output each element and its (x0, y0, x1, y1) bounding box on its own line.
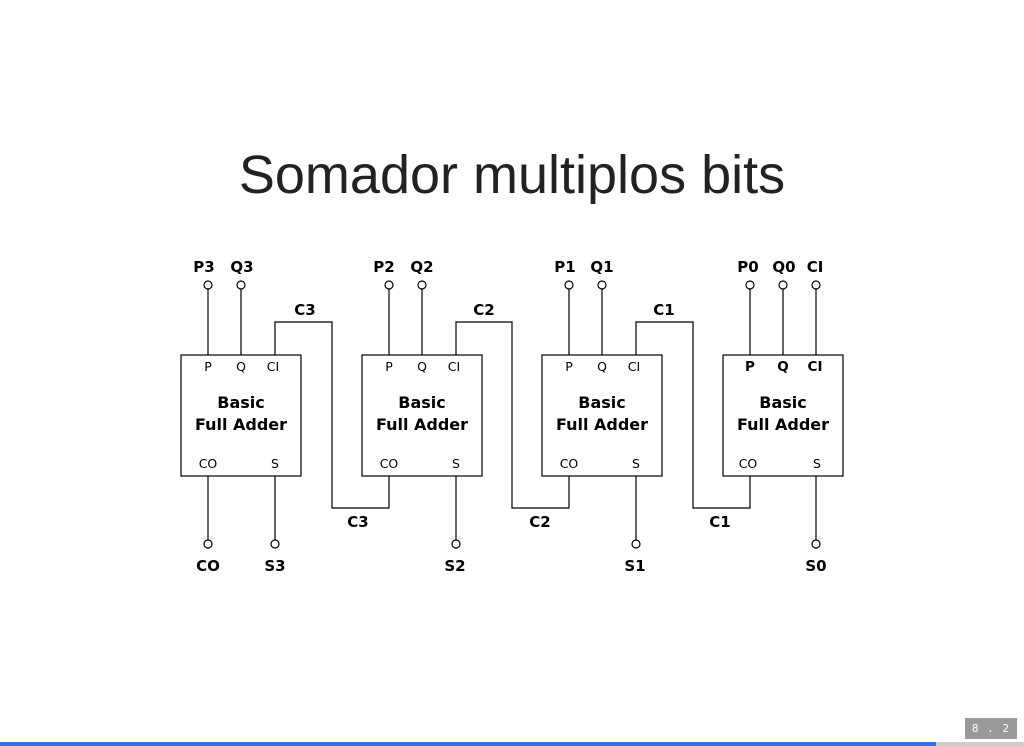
pin-label-p2: P2 (373, 258, 394, 276)
slide-number: 8 . 2 (964, 718, 1017, 739)
adder-box (180, 354, 302, 477)
port-ci-label: CI (808, 359, 823, 375)
pin-q1 (597, 280, 607, 290)
adder-title-line1: Basic (217, 393, 264, 412)
pin-s0 (811, 539, 821, 549)
pin-label-p1: P1 (554, 258, 575, 276)
port-p-label: P (385, 359, 393, 374)
port-p-label: P (565, 359, 573, 374)
full-adder-block-3: P Q CI Basic Full Adder CO S (180, 354, 302, 477)
port-s-label: S (452, 456, 460, 471)
pin-label-s3: S3 (264, 557, 285, 575)
carry-label-c3-bottom: C3 (347, 513, 368, 531)
progress-bar (0, 742, 1024, 746)
adder-title-line2: Full Adder (195, 415, 287, 434)
pin-q0 (778, 280, 788, 290)
pin-q2 (417, 280, 427, 290)
port-q-label: Q (417, 359, 427, 374)
carry-label-c2-bottom: C2 (529, 513, 550, 531)
pin-label-q2: Q2 (410, 258, 433, 276)
adder-title-line2: Full Adder (737, 415, 829, 434)
pin-label-q0: Q0 (772, 258, 795, 276)
pin-ci0 (811, 280, 821, 290)
adder-title-line2: Full Adder (376, 415, 468, 434)
carry-wire-c3 (274, 321, 390, 509)
port-s-label: S (271, 456, 279, 471)
adder-box (722, 354, 844, 477)
port-q-label: Q (597, 359, 607, 374)
port-co-label: CO (199, 456, 218, 471)
pin-label-q3: Q3 (230, 258, 253, 276)
port-q-label: Q (236, 359, 246, 374)
output-pin-labels: CO S3 S2 S1 S0 (196, 557, 827, 575)
pin-p0 (745, 280, 755, 290)
pin-label-co: CO (196, 557, 220, 575)
port-s-label: S (632, 456, 640, 471)
input-pin-labels: P3 Q3 P2 Q2 P1 Q1 P0 Q0 CI (193, 258, 823, 276)
port-ci-label: CI (267, 359, 279, 374)
adder-title-line1: Basic (398, 393, 445, 412)
adder-title-line1: Basic (578, 393, 625, 412)
port-co-label: CO (380, 456, 399, 471)
pin-s2 (451, 539, 461, 549)
input-pins (203, 280, 821, 355)
output-pins (203, 476, 821, 549)
port-co-label: CO (739, 456, 758, 471)
carry-label-c2-top: C2 (473, 301, 494, 319)
carry-label-c3-top: C3 (294, 301, 315, 319)
pin-p2 (384, 280, 394, 290)
port-ci-label: CI (448, 359, 460, 374)
full-adder-block-2: P Q CI Basic Full Adder CO S (361, 354, 483, 477)
port-ci-label: CI (628, 359, 640, 374)
adder-title-line2: Full Adder (556, 415, 648, 434)
port-q-label: Q (777, 359, 788, 375)
pin-s3 (270, 539, 280, 549)
port-co-label: CO (560, 456, 579, 471)
adder-box (541, 354, 663, 477)
carry-label-c1-bottom: C1 (709, 513, 730, 531)
pin-s1 (631, 539, 641, 549)
pin-label-ci: CI (807, 258, 824, 276)
pin-label-p3: P3 (193, 258, 214, 276)
port-p-label: P (204, 359, 212, 374)
pin-label-s1: S1 (624, 557, 645, 575)
pin-p3 (203, 280, 213, 290)
progress-bar-fill (0, 742, 936, 746)
pin-q3 (236, 280, 246, 290)
full-adder-block-1: P Q CI Basic Full Adder CO S (541, 354, 663, 477)
full-adder-block-0: P Q CI Basic Full Adder CO S (722, 354, 844, 477)
pin-label-p0: P0 (737, 258, 758, 276)
port-p-label: P (745, 359, 755, 375)
slide-title: Somador multiplos bits (238, 145, 786, 205)
carry-wire-c2 (455, 321, 570, 509)
pin-label-s2: S2 (444, 557, 465, 575)
carry-wire-c1 (635, 321, 751, 509)
carry-wires (274, 321, 751, 509)
pin-label-q1: Q1 (590, 258, 613, 276)
pin-co (203, 539, 213, 549)
pin-label-s0: S0 (805, 557, 826, 575)
carry-labels: C3 C3 C2 C2 C1 C1 (294, 301, 730, 531)
adder-title-line1: Basic (759, 393, 806, 412)
port-s-label: S (813, 456, 821, 471)
carry-label-c1-top: C1 (653, 301, 674, 319)
pin-p1 (564, 280, 574, 290)
